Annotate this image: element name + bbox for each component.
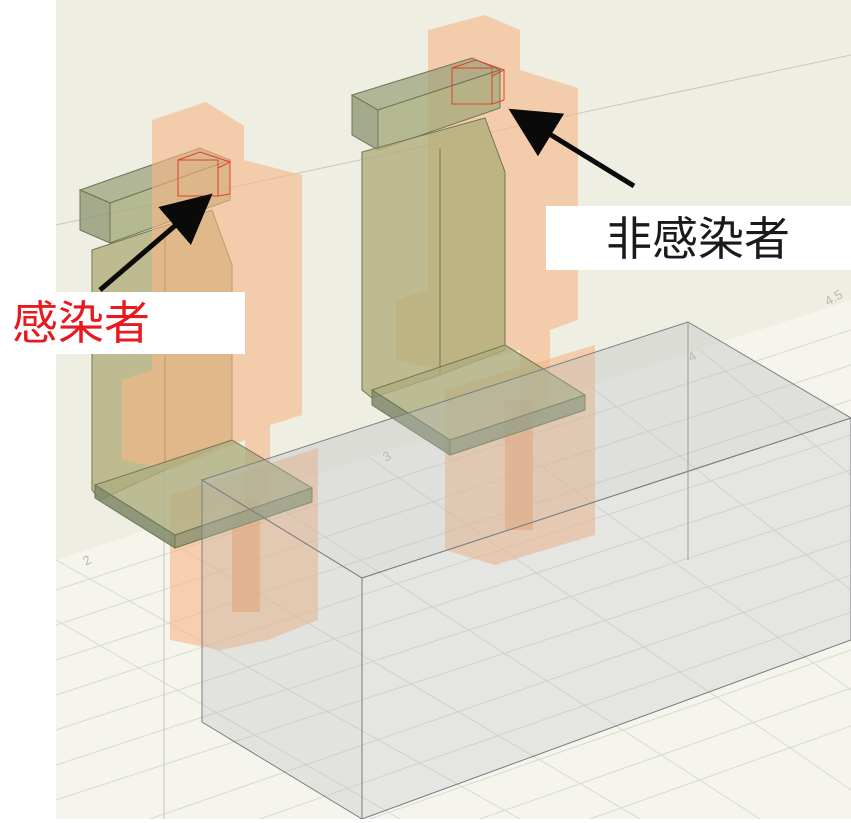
seat-cushion bbox=[94, 484, 176, 549]
non-infected-label: 非感染者 bbox=[606, 212, 790, 266]
non-infected-label-box bbox=[546, 206, 851, 270]
infected-arrow bbox=[98, 193, 213, 292]
non-infected-arrow bbox=[508, 108, 636, 189]
non-infected-mouth-box bbox=[451, 59, 506, 105]
floor-grid bbox=[56, 329, 851, 819]
table-front bbox=[201, 479, 363, 819]
infected-label: 感染者 bbox=[12, 296, 150, 350]
table-box bbox=[200, 321, 851, 819]
seat-non-infected bbox=[350, 15, 595, 565]
infected-label-box bbox=[0, 292, 245, 354]
seat-cushion bbox=[371, 389, 451, 456]
seat-backrest bbox=[377, 69, 501, 151]
